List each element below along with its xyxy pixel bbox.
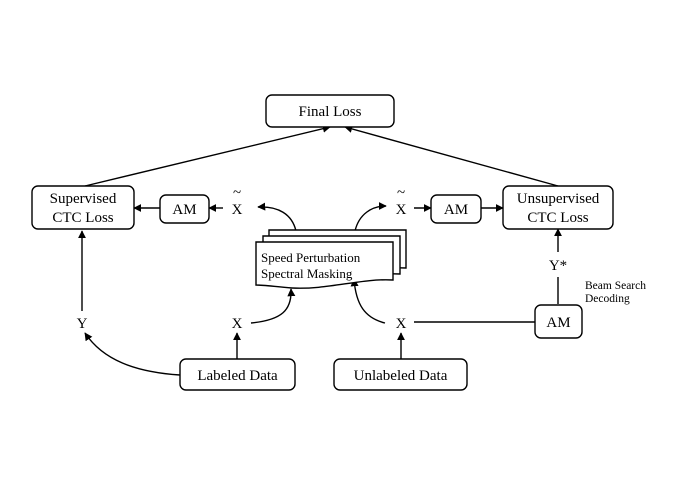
unsupervised-loss-label-line1: Unsupervised [517,191,600,207]
edges [78,124,562,376]
y-labeled-label: Y [77,316,88,332]
edge-labeled-to-y [84,332,181,376]
beam-search-annotation: Beam Search Decoding [585,280,646,305]
x-labeled-label: X [232,316,243,332]
am-left-node: AM [159,194,210,224]
x-unlabeled-label: X [396,316,407,332]
am-left-label: AM [172,202,196,218]
labeled-data-node: Labeled Data [179,358,296,391]
am-bottom-node: AM [534,304,583,339]
supervised-loss-label-line1: Supervised [50,191,117,207]
supervised-loss-node: Supervised CTC Loss [31,185,135,230]
am-right-node: AM [430,194,482,224]
unsupervised-loss-node: Unsupervised CTC Loss [502,185,614,230]
edge-augmentation-to-xtilde-left [257,202,297,232]
x-tilde-left-tilde: ~ [233,185,241,201]
edge-supervised-to-final [84,124,331,187]
augmentation-label-line1: Speed Perturbation [261,250,361,265]
y-star-label: Y* [549,258,567,274]
edge-xunlabeled-to-augmentation [350,278,386,324]
labeled-data-label: Labeled Data [197,368,278,384]
x-tilde-right-label: X [396,202,407,218]
x-tilde-left: ~ X [232,185,243,218]
augmentation-node: Speed Perturbation Spectral Masking [255,229,407,289]
edge-augmentation-to-xtilde-right [354,202,387,232]
edge-unsupervised-to-final [344,125,559,187]
final-loss-node: Final Loss [265,94,395,128]
x-tilde-right-tilde: ~ [397,185,405,201]
augmentation-label-line2: Spectral Masking [261,266,353,281]
am-right-label: AM [444,202,468,218]
x-tilde-right: ~ X [396,185,407,218]
unsupervised-loss-label-line2: CTC Loss [527,210,588,226]
x-tilde-left-label: X [232,202,243,218]
beam-search-line1: Beam Search [585,280,646,292]
am-bottom-label: AM [546,315,570,331]
unlabeled-data-label: Unlabeled Data [354,368,448,384]
beam-search-line2: Decoding [585,293,630,305]
supervised-loss-label-line2: CTC Loss [52,210,113,226]
edge-xlabeled-to-augmentation [250,288,296,324]
unlabeled-data-node: Unlabeled Data [333,358,468,391]
final-loss-label: Final Loss [299,104,362,120]
